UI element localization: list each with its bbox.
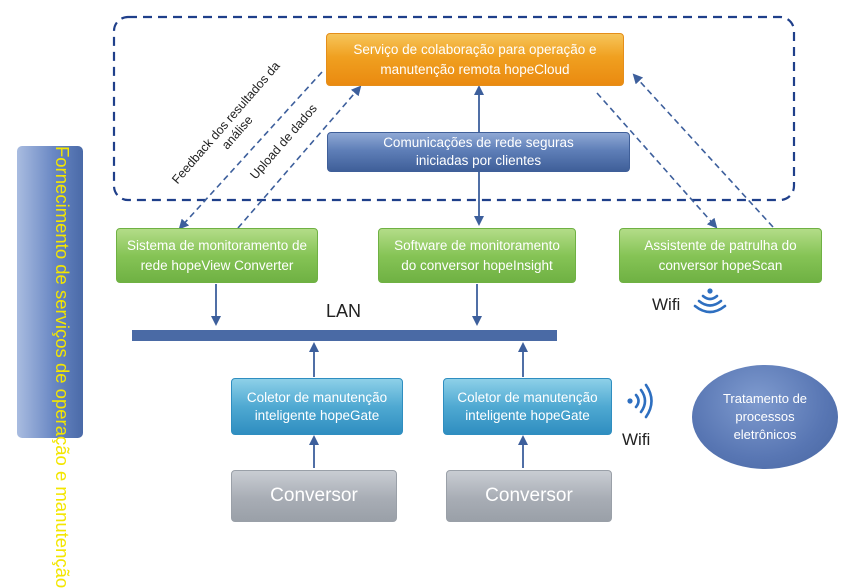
side-panel-label: Fornecimento de serviços de operação e m… [52, 146, 73, 588]
hopeview-label: Sistema de monitoramento de rede hopeVie… [126, 237, 308, 273]
converter-box-1: Conversor [231, 470, 397, 522]
hopescan-label: Assistente de patrulha do conversor hope… [644, 237, 797, 273]
side-panel [17, 146, 83, 438]
hopeinsight-box: Software de monitoramento do conversor h… [378, 228, 576, 283]
scan-to-cloud-arrow [632, 73, 774, 228]
connector-layer [112, 15, 796, 468]
hopeview-box: Sistema de monitoramento de rede hopeVie… [116, 228, 318, 283]
feedback-arrow [178, 71, 323, 230]
wifi-label-2: Wifi [622, 430, 651, 449]
hopecloud-box: Serviço de colaboração para operação e m… [326, 33, 624, 86]
wifi-icon [693, 288, 727, 314]
hopeinsight-label: Software de monitoramento do conversor h… [394, 237, 560, 273]
converter-label-1: Conversor [270, 485, 358, 506]
hopecloud-label: Serviço de colaboração para operação e m… [353, 41, 597, 77]
upload-arrow [237, 85, 362, 229]
secure-comms-label: Comunicações de rede seguras iniciadas p… [383, 135, 574, 168]
lan-label: LAN [326, 301, 362, 321]
converter-box-2: Conversor [446, 470, 612, 522]
wifi-label-1: Wifi [652, 295, 681, 314]
converter-label-2: Conversor [485, 485, 573, 506]
hopescan-box: Assistente de patrulha do conversor hope… [619, 228, 822, 283]
hopegate-label-1: Coletor de manutenção inteligente hopeGa… [246, 389, 388, 423]
hopegate-box-2: Coletor de manutenção inteligente hopeGa… [443, 378, 612, 435]
hopegate-box-1: Coletor de manutenção inteligente hopeGa… [231, 378, 403, 435]
eprocess-ellipse: Tratamento de processos eletrônicos [692, 365, 838, 469]
eprocess-label: Tratamento de processos eletrônicos [722, 391, 808, 442]
wifi-icon [627, 383, 653, 419]
lan-bar [132, 330, 557, 341]
remote-region-dashed-border [112, 15, 796, 202]
hopegate-label-2: Coletor de manutenção inteligente hopeGa… [457, 389, 598, 423]
secure-comms-box: Comunicações de rede seguras iniciadas p… [327, 132, 630, 172]
